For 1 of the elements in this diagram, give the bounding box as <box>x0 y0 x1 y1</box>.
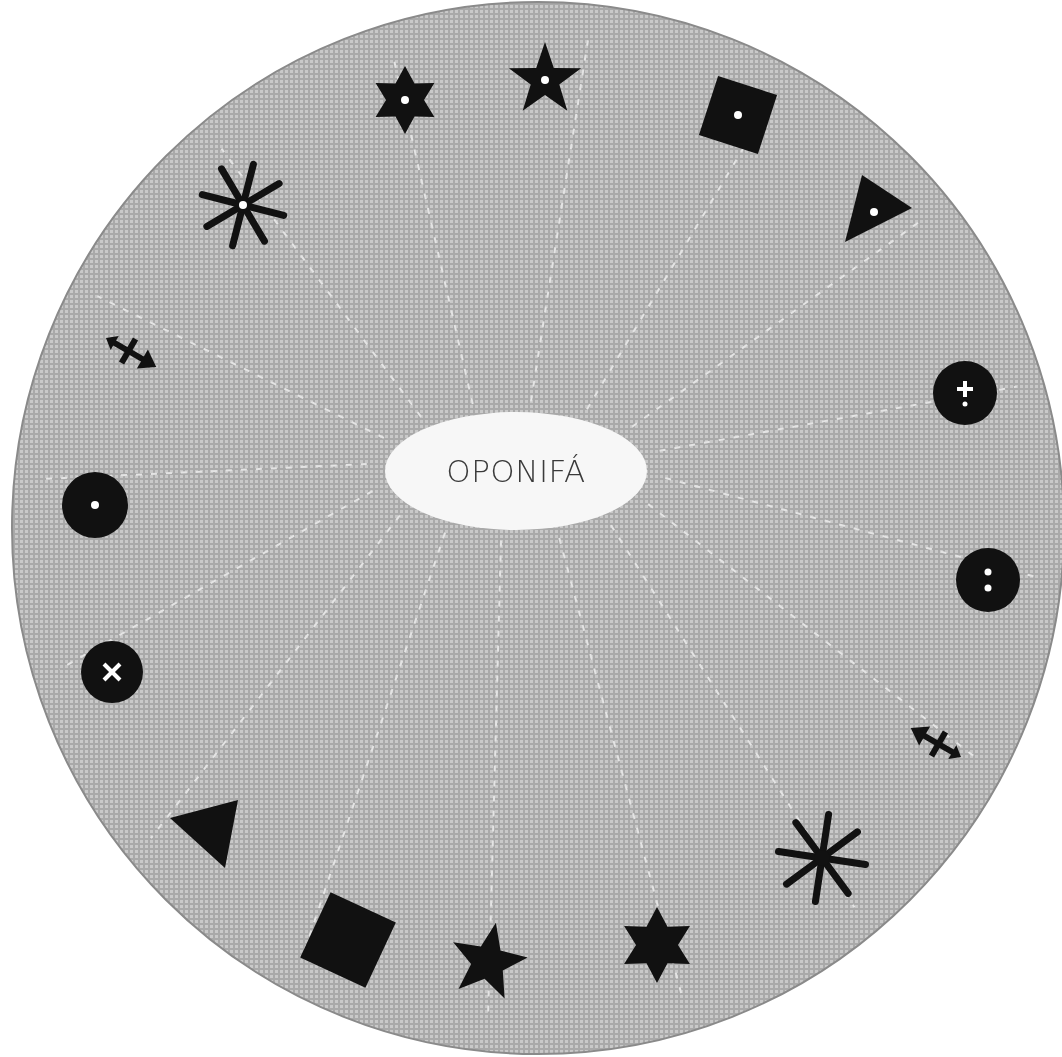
center-label: OPONIFÁ <box>446 453 586 489</box>
